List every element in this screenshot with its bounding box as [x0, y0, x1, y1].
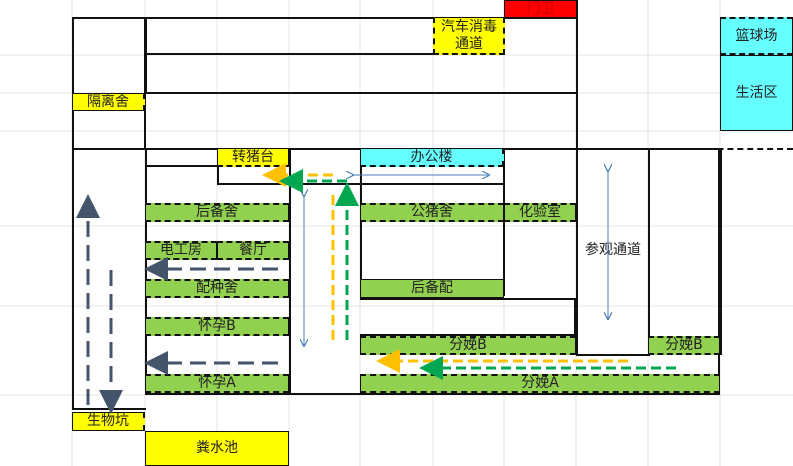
gate: 门卫 — [504, 0, 577, 18]
living-area: 生活区 — [720, 55, 793, 131]
gestation-house-a: 怀孕A — [145, 374, 289, 393]
visit-corridor: 参观通道 — [585, 242, 641, 258]
transfer-platform: 转猪台 — [217, 148, 289, 167]
lab: 化验室 — [504, 203, 576, 222]
farrowing-house-b: 分娩B — [360, 336, 576, 355]
farrowing-house-a: 分娩A — [360, 374, 720, 393]
left-column-outline — [145, 148, 291, 395]
reserve-sow-house: 后备舍 — [145, 203, 289, 222]
office-building: 办公楼 — [360, 148, 504, 167]
isolation-house: 隔离舍 — [72, 93, 145, 111]
basketball-court: 篮球场 — [720, 17, 793, 55]
bio-pit: 生物坑 — [72, 412, 145, 431]
boar-house: 公猪舍 — [360, 203, 504, 222]
farrowing-house-b-right: 分娩B — [648, 336, 720, 355]
electric-room: 电工房 — [145, 241, 217, 260]
car-wash-channel: 汽车消毒通道 — [433, 17, 505, 55]
gestation-house-b: 怀孕B — [145, 317, 289, 336]
visit-corridor-outline — [576, 148, 650, 356]
canteen: 餐厅 — [217, 241, 289, 260]
breeding-house: 配种舍 — [145, 279, 289, 298]
reserve-mating-house: 后备配 — [360, 279, 504, 298]
center-row-outline — [360, 298, 576, 336]
